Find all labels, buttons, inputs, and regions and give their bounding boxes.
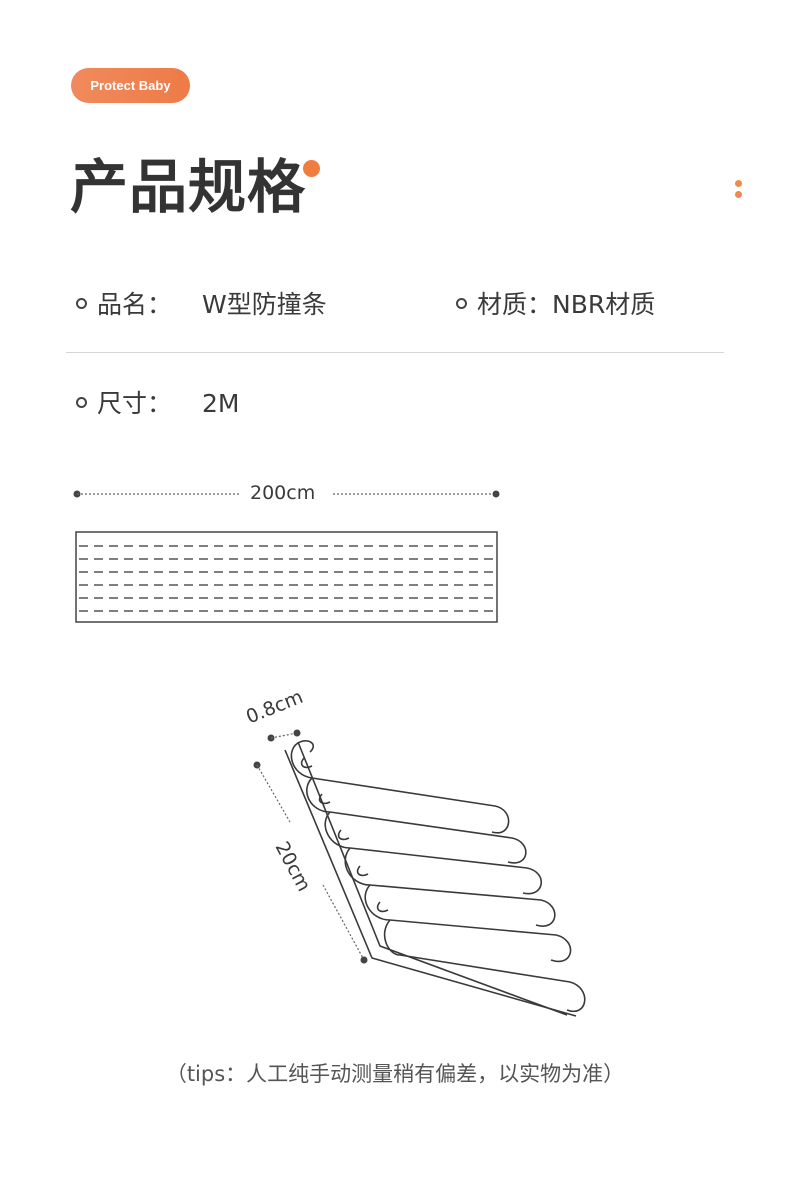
spec-size-label: 尺寸： [97,389,173,418]
spec-material: 材质：NBR材质 [456,290,655,320]
length-label: 200cm [250,482,316,504]
dot-icon [735,180,742,187]
spec-material-value: NBR材质 [552,290,656,319]
spec-name: 品名： [76,290,172,320]
title-accent-dot [303,160,320,177]
protect-baby-badge: Protect Baby [71,68,190,103]
spec-name-value: W型防撞条 [202,290,327,319]
decorative-dots [735,180,742,202]
depth-dimension [253,761,368,964]
page-title: 产品规格 [70,153,307,221]
width-dimension [267,729,301,742]
spec-material-label: 材质： [477,290,553,319]
tips-note: （tips：人工纯手动测量稍有偏差，以实物为准） [165,1062,625,1086]
bullet-icon [76,396,87,408]
spec-size-value: 2M [202,389,240,418]
divider [66,352,724,353]
spec-size: 尺寸： [76,389,172,419]
bullet-icon [456,297,467,309]
spec-name-label: 品名： [97,290,173,319]
length-dimension [73,490,500,498]
dot-icon [735,191,742,198]
strip-top-view [75,531,498,623]
bullet-icon [76,297,87,309]
w-strip-3d-view [284,740,586,1017]
